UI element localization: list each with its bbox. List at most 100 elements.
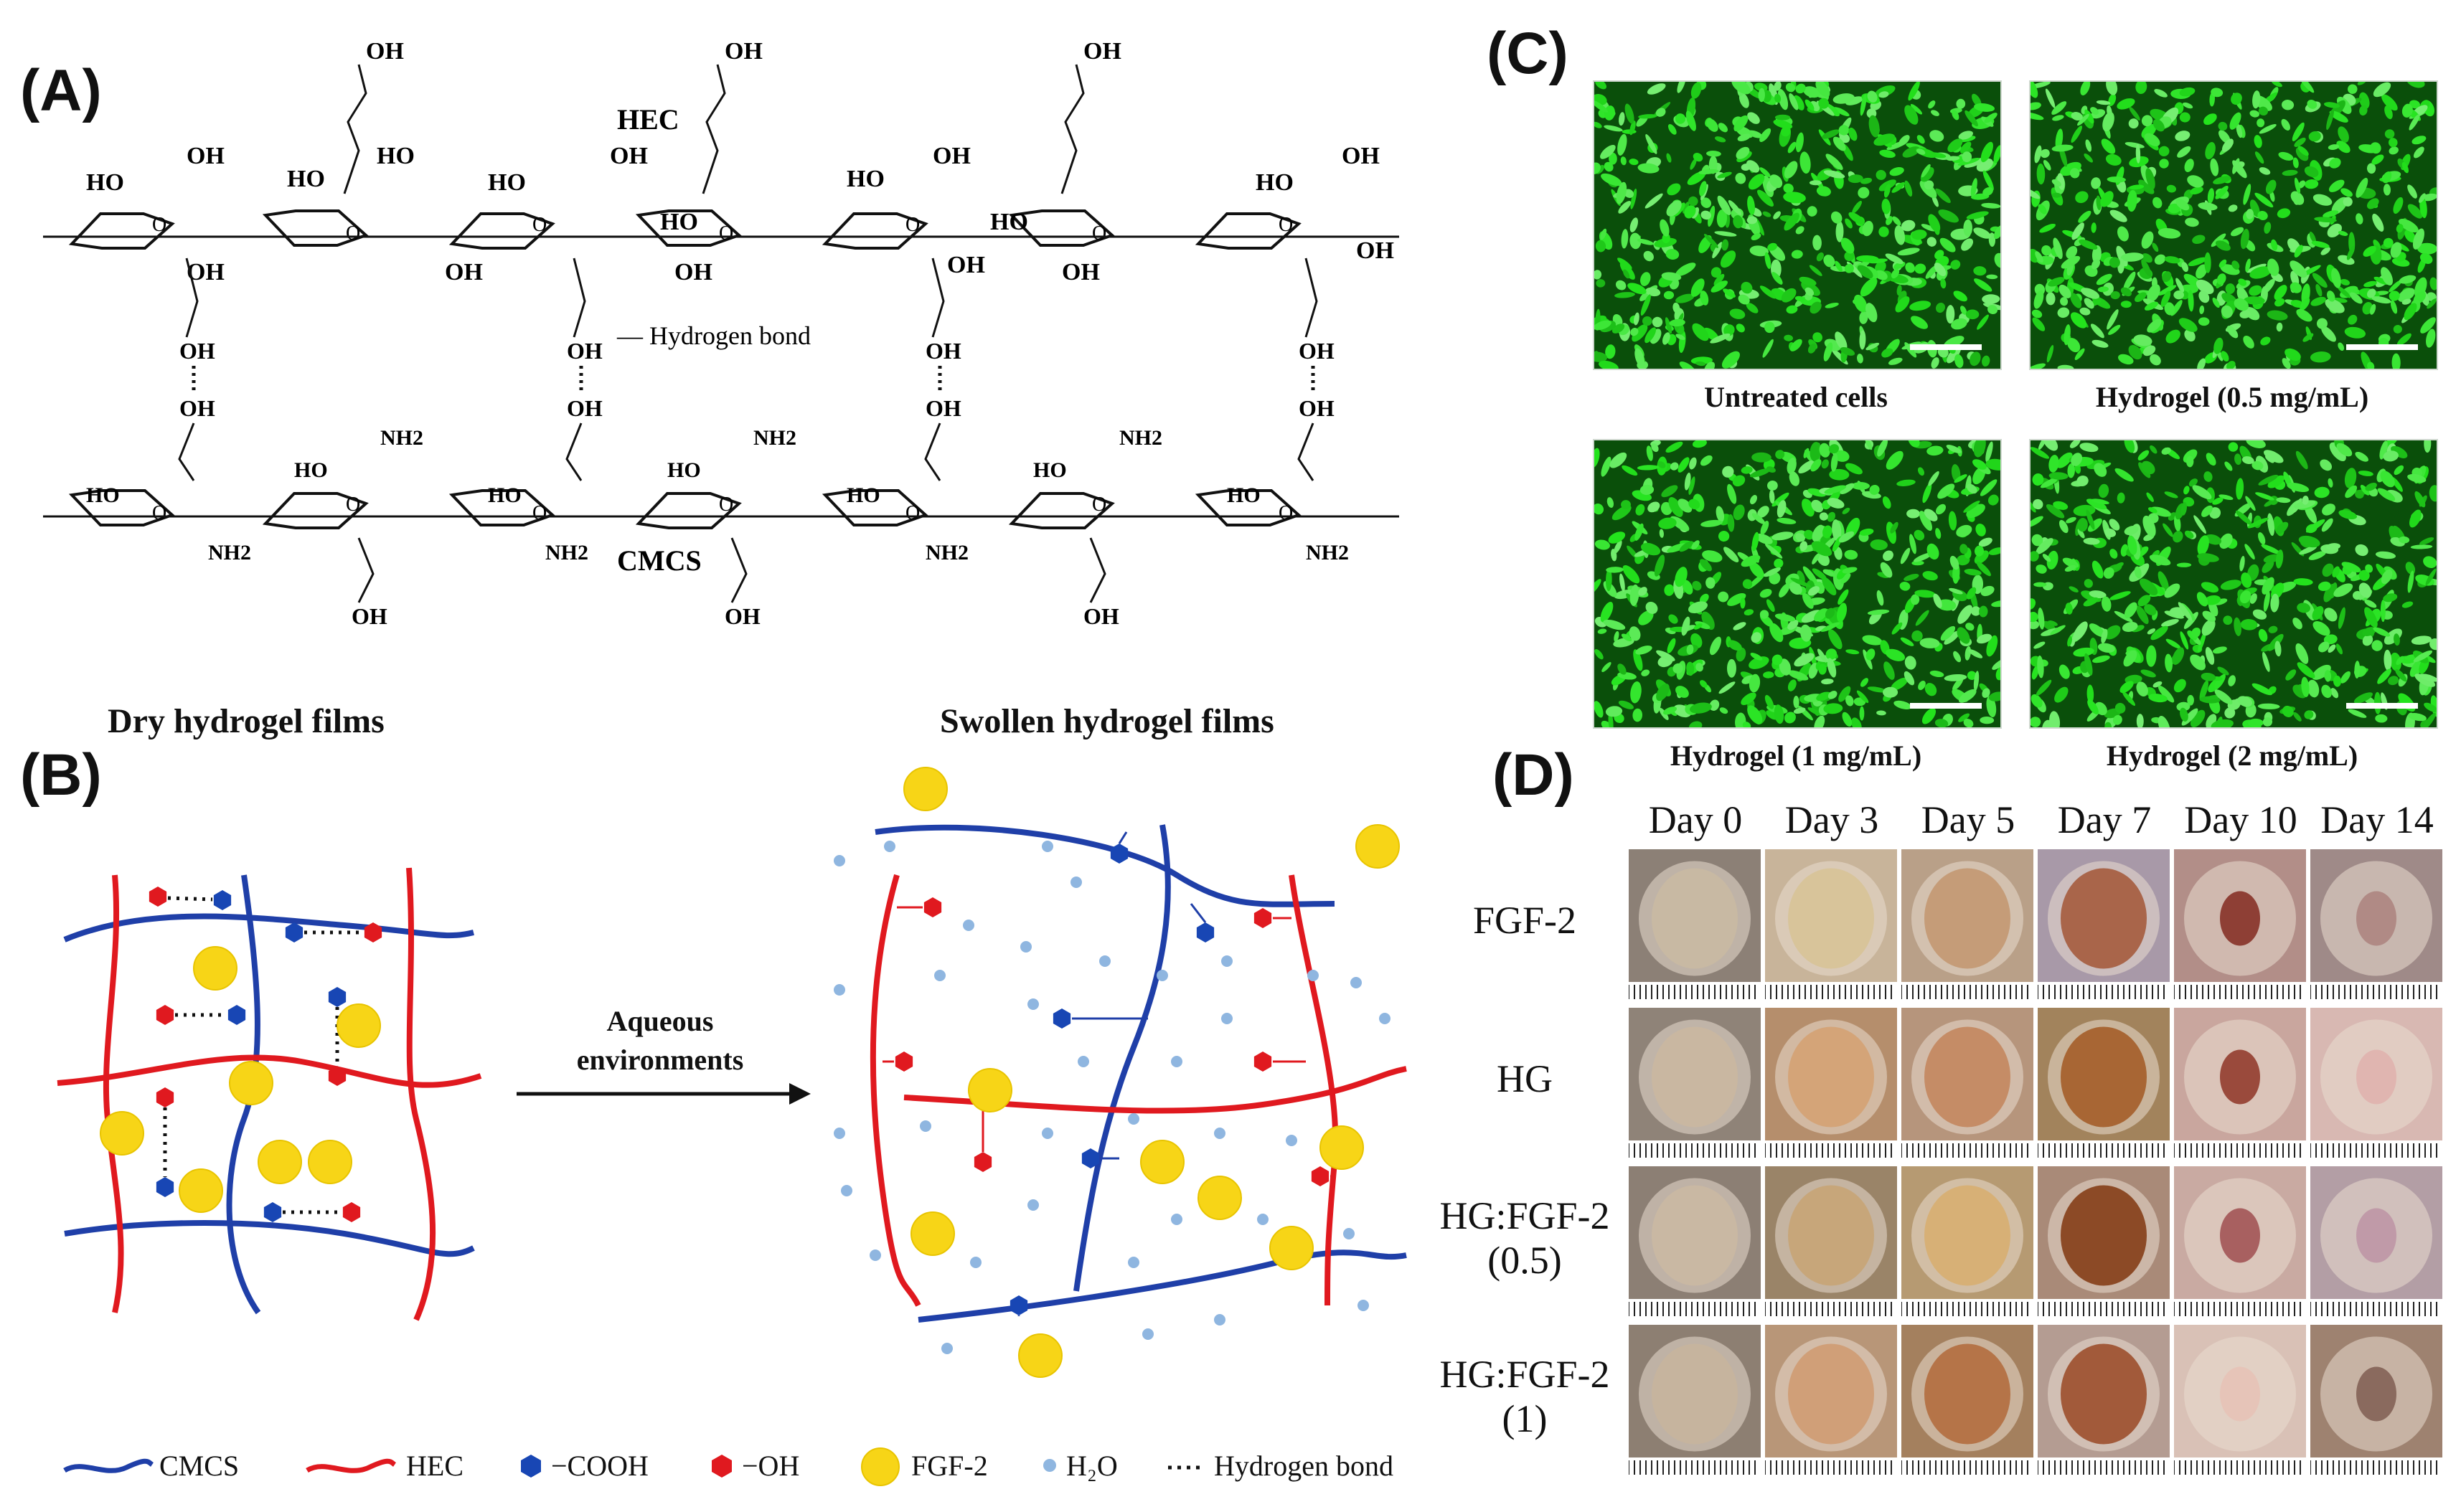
cell [2127,535,2137,555]
cell [1885,253,1904,264]
cell [2356,177,2368,198]
cell [1921,708,1937,724]
cell [2236,510,2252,525]
cell [2332,566,2340,577]
cell [1787,679,1797,691]
cell [2328,179,2345,192]
swollen-films-title: Swollen hydrogel films [940,702,1274,740]
cell [1840,483,1855,494]
cell [2033,582,2047,587]
cell [1972,459,1987,470]
cell [1991,600,2009,608]
cell [1652,316,1663,328]
fgf2-molecule [1269,1226,1314,1270]
wound-bed [1924,1343,2010,1445]
cell [1679,541,1693,552]
cell [1828,444,1840,454]
cell [1832,136,1846,151]
wound-bed [1652,868,1738,969]
cell [1606,567,1624,573]
cell [1928,100,1936,109]
cell [2318,641,2330,653]
group-name: HG:FGF-2 [1439,1353,1610,1396]
cell [1695,663,1703,672]
ring-oxygen-label: O [1279,214,1293,236]
day-column-label: Day 10 [2184,798,2297,841]
cell [1919,511,1933,531]
cell [2079,239,2098,250]
cell [2081,288,2100,299]
cell [2239,310,2251,318]
cell [1647,83,1666,95]
cell [1741,466,1753,474]
cell [2236,478,2244,500]
cell [2224,707,2236,719]
cell [1698,169,1719,175]
cell [2409,100,2420,109]
cell [1913,552,1933,562]
cell [2258,628,2268,642]
cell [2175,131,2191,141]
cell [1789,582,1802,595]
wound-bed [1788,1185,1874,1286]
cell [1622,565,1640,584]
day-column-label: Day 0 [1648,798,1743,841]
cell [2158,685,2175,703]
cell [2302,496,2309,505]
cell [2401,601,2414,608]
cell [1935,188,1951,204]
cooh-group [263,1202,282,1222]
cell [1830,211,1843,224]
cell [1956,524,1972,537]
cell [2424,702,2438,712]
cell [2260,336,2271,346]
cell [1974,103,1995,112]
cell [1700,197,1712,208]
cell [2308,551,2326,560]
cell [2198,631,2206,653]
cell [2046,344,2054,363]
cell [2410,544,2433,549]
cell [1957,605,1972,624]
cell [2087,518,2102,532]
cell [1809,180,1822,186]
cell [2243,184,2251,205]
cell [1977,314,1989,330]
cell [1838,686,1851,702]
cell [1619,262,1635,280]
cell [1637,238,1655,245]
group-name: FGF-2 [1472,899,1577,942]
sugar-ring-bottom-0: O [68,489,175,526]
cell [1642,316,1652,326]
fgf2-molecule [910,1211,955,1256]
bridge-cooh-label: OH [1299,395,1335,421]
cell [1666,153,1672,163]
cell [2078,210,2091,223]
cell [1974,278,1992,292]
dry-cmcs-chain-top [63,913,474,942]
cell [1980,479,1997,496]
cell [1940,278,1947,289]
cell [2373,82,2391,98]
cell [2276,497,2291,504]
cell [1629,232,1642,250]
cell [1615,280,1627,290]
cell [1883,550,1893,562]
cell [2221,351,2229,362]
cell [1606,497,1614,508]
cell [2397,288,2415,302]
cell [2244,296,2265,305]
cell [2275,549,2284,569]
cell [1609,452,1627,468]
oh-group [364,922,382,942]
cell [1970,178,1977,197]
cell [1771,272,1783,285]
cell [1672,663,1683,674]
cell [2268,625,2278,633]
cell [1899,581,1911,591]
cell [2241,456,2254,465]
water-molecule [1157,970,1168,981]
cell [2411,136,2427,145]
panel-b-schematic [57,767,1407,1378]
cell [1952,110,1959,121]
